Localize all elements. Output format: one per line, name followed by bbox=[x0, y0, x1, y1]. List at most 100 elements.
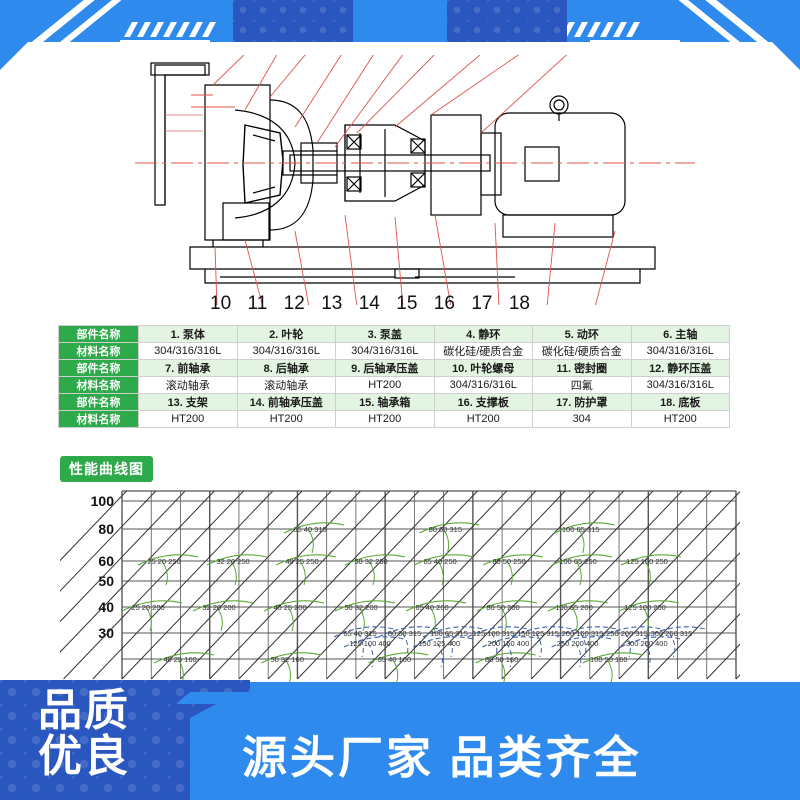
material-cell-1-3: 304/316/316L bbox=[433, 376, 533, 394]
svg-text:100 50 160: 100 50 160 bbox=[590, 655, 628, 664]
part-cell-1-5: 12. 静环压盖 bbox=[630, 359, 730, 377]
svg-text:32 20 250: 32 20 250 bbox=[216, 557, 249, 566]
svg-text:100 65 250: 100 65 250 bbox=[559, 557, 597, 566]
callout-14: 14 bbox=[358, 293, 380, 314]
part-cell-2-4: 17. 防护罩 bbox=[532, 393, 632, 411]
part-cell-1-0: 7. 前轴承 bbox=[138, 359, 238, 377]
row-header-material: 材料名称 bbox=[58, 376, 139, 394]
svg-text:125 100 400: 125 100 400 bbox=[349, 639, 391, 648]
banner-right-text: 源头厂家 品类齐全 bbox=[242, 732, 642, 783]
svg-text:80: 80 bbox=[98, 521, 114, 537]
svg-text:40 25 250: 40 25 250 bbox=[285, 557, 318, 566]
material-cell-1-1: 滚动轴承 bbox=[236, 376, 336, 394]
svg-text:80 50 315: 80 50 315 bbox=[429, 525, 462, 534]
material-cell-2-5: HT200 bbox=[630, 410, 730, 428]
svg-text:65 40 315: 65 40 315 bbox=[293, 525, 326, 534]
svg-text:250 200 315: 250 200 315 bbox=[606, 629, 648, 638]
row-header-part: 部件名称 bbox=[58, 359, 139, 377]
svg-text:300 250 315: 300 250 315 bbox=[651, 629, 693, 638]
svg-text:80 50 250: 80 50 250 bbox=[492, 557, 525, 566]
pump-cross-section-diagram bbox=[95, 55, 715, 305]
svg-text:25 20 250: 25 20 250 bbox=[147, 557, 180, 566]
callout-13: 13 bbox=[321, 293, 343, 314]
row-header-part: 部件名称 bbox=[58, 393, 139, 411]
material-cell-2-2: HT200 bbox=[335, 410, 435, 428]
svg-text:25 20 200: 25 20 200 bbox=[131, 603, 164, 612]
material-cell-2-4: 304 bbox=[532, 410, 632, 428]
material-cell-0-3: 碳化硅/硬质合金 bbox=[433, 342, 533, 360]
row-header-part: 部件名称 bbox=[58, 325, 139, 343]
row-header-material: 材料名称 bbox=[58, 342, 139, 360]
material-cell-1-5: 304/316/316L bbox=[630, 376, 730, 394]
banner-right-panel: 源头厂家 品类齐全 bbox=[190, 704, 800, 800]
svg-text:80 50 200: 80 50 200 bbox=[486, 603, 519, 612]
part-cell-2-0: 13. 支架 bbox=[138, 393, 238, 411]
material-cell-0-4: 碳化硅/硬质合金 bbox=[532, 342, 632, 360]
part-cell-0-0: 1. 泵体 bbox=[138, 325, 238, 343]
material-cell-0-5: 304/316/316L bbox=[630, 342, 730, 360]
material-cell-0-0: 304/316/316L bbox=[138, 342, 238, 360]
svg-text:50 32 250: 50 32 250 bbox=[354, 557, 387, 566]
material-cell-2-0: HT200 bbox=[138, 410, 238, 428]
svg-text:50 32 200: 50 32 200 bbox=[344, 603, 377, 612]
svg-text:40: 40 bbox=[98, 599, 114, 615]
callout-18: 18 bbox=[508, 293, 530, 314]
callout-12: 12 bbox=[283, 293, 305, 314]
part-cell-0-3: 4. 静环 bbox=[433, 325, 533, 343]
svg-text:50 32 160: 50 32 160 bbox=[271, 655, 304, 664]
material-cell-1-2: HT200 bbox=[335, 376, 435, 394]
svg-text:30: 30 bbox=[98, 625, 114, 641]
svg-text:125 100 200: 125 100 200 bbox=[624, 603, 666, 612]
part-cell-2-1: 14. 前轴承压盖 bbox=[236, 393, 336, 411]
part-cell-1-1: 8. 后轴承 bbox=[236, 359, 336, 377]
banner-left-text: 品质 优良 bbox=[38, 688, 130, 780]
part-cell-0-1: 2. 叶轮 bbox=[236, 325, 336, 343]
svg-text:80 50 315: 80 50 315 bbox=[388, 629, 421, 638]
svg-text:80 50 160: 80 50 160 bbox=[485, 655, 518, 664]
svg-text:65 40 250: 65 40 250 bbox=[423, 557, 456, 566]
svg-text:200 150 400: 200 150 400 bbox=[488, 639, 530, 648]
header-stripes-right bbox=[548, 22, 672, 37]
material-cell-2-3: HT200 bbox=[433, 410, 533, 428]
callout-16: 16 bbox=[433, 293, 455, 314]
svg-text:32 20 200: 32 20 200 bbox=[202, 603, 235, 612]
part-cell-1-2: 9. 后轴承压盖 bbox=[335, 359, 435, 377]
material-cell-1-0: 滚动轴承 bbox=[138, 376, 238, 394]
callout-17: 17 bbox=[471, 293, 493, 314]
svg-text:65 40 200: 65 40 200 bbox=[415, 603, 448, 612]
part-cell-0-5: 6. 主轴 bbox=[630, 325, 730, 343]
material-cell-2-1: HT200 bbox=[236, 410, 336, 428]
part-cell-2-5: 18. 底板 bbox=[630, 393, 730, 411]
callout-11: 11 bbox=[247, 293, 268, 314]
banner-left-line2: 优良 bbox=[38, 731, 130, 781]
part-cell-2-2: 15. 轴承箱 bbox=[335, 393, 435, 411]
callout-10: 10 bbox=[210, 293, 232, 314]
svg-text:40 25 200: 40 25 200 bbox=[273, 603, 306, 612]
material-cell-0-2: 304/316/316L bbox=[335, 342, 435, 360]
diagram-callout-numbers: 10 11 12 13 14 15 16 17 18 bbox=[210, 293, 530, 315]
svg-text:200 150 315: 200 150 315 bbox=[562, 629, 604, 638]
svg-text:65 40 160: 65 40 160 bbox=[378, 655, 411, 664]
material-cell-1-4: 四氟 bbox=[532, 376, 632, 394]
svg-text:150 125 400: 150 125 400 bbox=[418, 639, 460, 648]
part-cell-2-3: 16. 支撑板 bbox=[433, 393, 533, 411]
banner-left-line1: 品质 bbox=[38, 686, 130, 735]
svg-text:125 100 250: 125 100 250 bbox=[626, 557, 668, 566]
part-cell-1-4: 11. 密封圈 bbox=[532, 359, 632, 377]
part-cell-1-3: 10. 叶轮螺母 bbox=[433, 359, 533, 377]
header-stripes-left bbox=[124, 22, 248, 37]
svg-text:300 250 400: 300 250 400 bbox=[626, 639, 668, 648]
svg-text:100 65 200: 100 65 200 bbox=[555, 603, 593, 612]
svg-text:150 125 315: 150 125 315 bbox=[517, 629, 559, 638]
bottom-banner: 品质 优良 源头厂家 品类齐全 bbox=[0, 680, 800, 800]
svg-text:125 100 315: 125 100 315 bbox=[473, 629, 515, 638]
